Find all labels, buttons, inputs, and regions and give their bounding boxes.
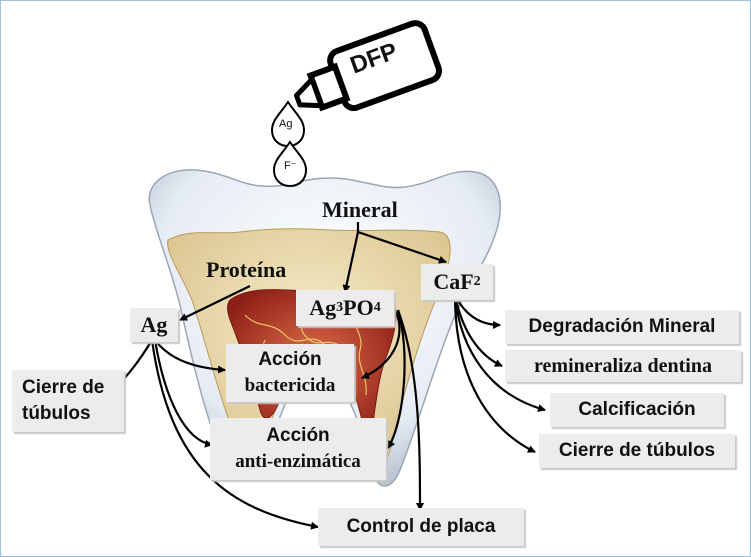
effect-cierre-tubulos-right: Cierre de túbulos xyxy=(539,434,735,468)
ag3po4-sub4: 4 xyxy=(374,300,381,316)
label-ag: Ag xyxy=(130,308,178,342)
effect-remineraliza-dentina: remineraliza dentina xyxy=(505,350,741,382)
accion-antienzimatica-line2: anti-enzimática xyxy=(235,449,361,475)
drop-f-label: F⁻ xyxy=(284,159,297,172)
control-placa-text: Control de placa xyxy=(347,516,496,538)
effect-accion-bactericida: Acción bactericida xyxy=(226,344,354,402)
effect-degradacion-mineral: Degradación Mineral xyxy=(505,310,739,344)
calcificacion-text: Calcificación xyxy=(578,399,695,421)
caf2-sub2: 2 xyxy=(474,274,481,290)
label-mineral: Mineral xyxy=(322,197,398,223)
effect-accion-antienzimatica: Acción anti-enzimática xyxy=(210,418,386,480)
degradacion-mineral-text: Degradación Mineral xyxy=(529,316,716,338)
accion-bactericida-line1: Acción xyxy=(258,347,321,373)
effect-control-placa: Control de placa xyxy=(318,508,524,546)
cierre-right-text: Cierre de túbulos xyxy=(559,440,715,462)
remineraliza-dentina-text: remineraliza dentina xyxy=(534,355,712,378)
ag3po4-sub3: 3 xyxy=(336,300,343,316)
label-ag-text: Ag xyxy=(141,312,168,338)
accion-bactericida-line2: bactericida xyxy=(245,373,336,399)
effect-calcificacion: Calcificación xyxy=(550,393,724,427)
effect-cierre-tubulos-left: Cierre de túbulos xyxy=(12,370,124,432)
caf2-caf: CaF xyxy=(433,269,473,295)
cierre-left-line2: túbulos xyxy=(22,401,91,427)
ag3po4-po: PO xyxy=(343,295,374,321)
cierre-left-line1: Cierre de xyxy=(22,375,104,401)
accion-antienzimatica-line1: Acción xyxy=(266,423,329,449)
label-proteina: Proteína xyxy=(206,257,286,283)
ag3po4-ag: Ag xyxy=(309,295,336,321)
drop-ag-label: Ag xyxy=(279,118,292,130)
